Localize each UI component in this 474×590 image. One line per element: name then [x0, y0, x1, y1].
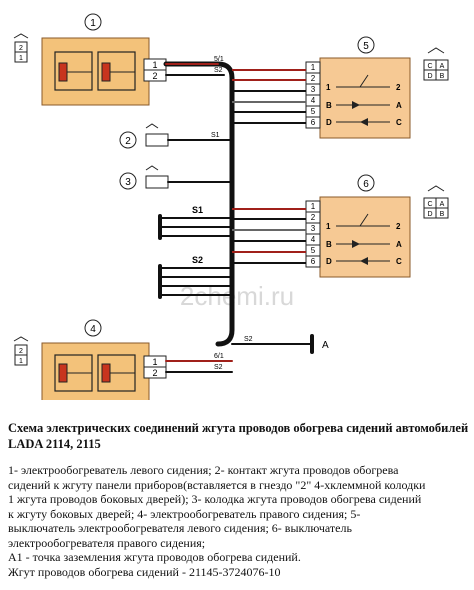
svg-text:A: A [396, 240, 402, 249]
svg-text:C: C [396, 118, 402, 127]
svg-text:A: A [440, 63, 445, 70]
callout-6: 6 [363, 179, 369, 190]
switch-6: 1 2 3 4 5 6 1 2 B A D C [305, 196, 411, 278]
svg-text:D: D [427, 73, 432, 80]
legend-line: к жгуту боковых дверей; 4- электрообогре… [8, 506, 361, 521]
svg-text:B: B [440, 211, 445, 218]
heater-4: 1 2 [41, 342, 167, 400]
wire-mark-1: 5/1 [214, 56, 224, 63]
wire-mark-4: 6/1 [214, 353, 224, 360]
connector-icon-right-5: C A D B [423, 47, 449, 81]
harness-trunk [158, 61, 314, 373]
harness-to-switch-5 [232, 69, 306, 124]
svg-text:1: 1 [19, 358, 23, 365]
legend-line: выключатель электрообогревателя левого с… [8, 521, 352, 535]
harness-to-switch-6 [232, 208, 306, 264]
svg-text:1: 1 [311, 202, 316, 211]
wiring-diagram: 2chemi.ru 1 2 1 2 1 1 2 4 [13, 13, 449, 400]
svg-text:2: 2 [152, 368, 157, 378]
svg-text:1: 1 [311, 63, 316, 72]
svg-text:A: A [440, 201, 445, 208]
legend-line: электрообогревателя правого сидения; [8, 535, 206, 550]
callout-5: 5 [363, 41, 369, 52]
svg-text:C: C [427, 201, 432, 208]
svg-text:C: C [427, 63, 432, 70]
connector-icon-left-1: 2 1 [13, 33, 29, 63]
switch-5: 1 2 3 4 5 6 1 2 B A D C [305, 57, 411, 139]
svg-text:1: 1 [326, 83, 331, 92]
legend: 1- электрообогреватель левого сидения; 2… [8, 463, 470, 579]
svg-text:2: 2 [311, 74, 316, 83]
svg-text:6: 6 [311, 257, 316, 266]
legend-line: Жгут проводов обогрева сидений - 21145-3… [8, 564, 281, 579]
svg-text:2: 2 [396, 83, 401, 92]
svg-text:D: D [326, 118, 332, 127]
ground-point-label: A [322, 340, 329, 351]
svg-text:2: 2 [19, 348, 23, 355]
svg-text:4: 4 [311, 235, 316, 244]
contact-2 [145, 123, 169, 147]
heater-1: 1 2 [41, 37, 167, 106]
connector-icon-left-4: 2 1 [13, 336, 29, 366]
wire-mark-5: S2 [214, 364, 223, 371]
svg-text:5: 5 [311, 107, 316, 116]
svg-text:B: B [440, 73, 445, 80]
svg-text:1: 1 [152, 357, 157, 367]
svg-text:A: A [396, 101, 402, 110]
svg-text:B: B [326, 240, 332, 249]
splice-s2: S2 [192, 255, 203, 265]
svg-text:3: 3 [311, 85, 316, 94]
splice-s1: S1 [192, 205, 203, 215]
callout-4: 4 [90, 324, 96, 335]
svg-text:D: D [326, 257, 332, 266]
svg-text:5: 5 [311, 246, 316, 255]
svg-text:3: 3 [311, 224, 316, 233]
wire-mark-3: S1 [211, 132, 220, 139]
callout-2: 2 [125, 136, 131, 147]
legend-line: 1- электрообогреватель левого сидения; 2… [8, 463, 399, 477]
svg-text:D: D [427, 211, 432, 218]
callout-3: 3 [125, 177, 131, 188]
heater-pin-2: 2 [152, 71, 157, 81]
splice-s2-ground: S2 [244, 336, 253, 343]
svg-text:B: B [326, 101, 332, 110]
svg-text:1: 1 [19, 55, 23, 62]
connector-icon-right-6: C A D B [423, 185, 449, 219]
svg-text:6: 6 [311, 118, 316, 127]
svg-text:2: 2 [19, 45, 23, 52]
callout-1: 1 [90, 18, 96, 29]
svg-text:C: C [396, 257, 402, 266]
diagram-caption: Схема электрических соединений жгута про… [8, 421, 469, 451]
svg-text:2: 2 [311, 213, 316, 222]
svg-text:1: 1 [326, 222, 331, 231]
svg-text:2: 2 [396, 222, 401, 231]
legend-line: 1 жгута проводов боковых дверей); 3- кол… [8, 492, 422, 506]
connector-3 [145, 165, 169, 189]
legend-line: сидений к жгуту панели приборов(вставляе… [8, 477, 426, 492]
legend-line: А1 - точка заземления жгута проводов обо… [8, 550, 301, 564]
wire-mark-2: S2 [214, 67, 223, 74]
svg-text:4: 4 [311, 96, 316, 105]
heater-pin-1: 1 [152, 60, 157, 70]
